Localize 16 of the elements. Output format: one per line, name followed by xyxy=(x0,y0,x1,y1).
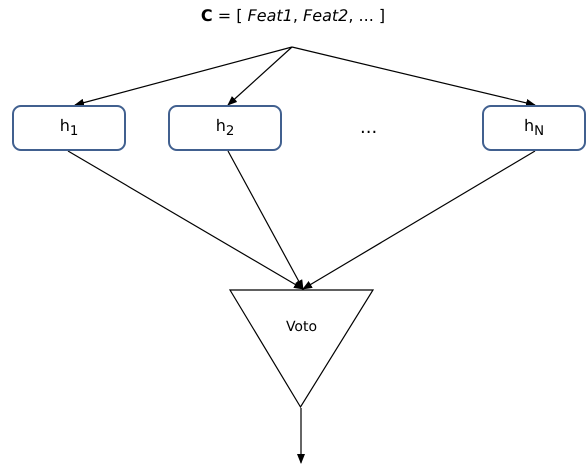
arrow xyxy=(297,408,305,464)
node-label: h$_{2}$ xyxy=(216,116,234,140)
arrow xyxy=(68,150,304,290)
arrow xyxy=(292,46,536,107)
node-label: Voto xyxy=(286,318,318,335)
node-label: h$_{1}$ xyxy=(60,116,78,140)
arrow xyxy=(302,150,536,290)
node-label: h$_{N}$ xyxy=(524,116,544,140)
arrow xyxy=(74,46,292,107)
arrow xyxy=(227,150,304,290)
arrow xyxy=(227,46,292,106)
process-box xyxy=(12,105,126,151)
ellipsis-label: ... xyxy=(360,117,378,138)
formula-text: C = [ Feat1, Feat2, ... ] xyxy=(200,6,386,25)
process-box xyxy=(482,105,586,151)
process-box xyxy=(168,105,282,151)
